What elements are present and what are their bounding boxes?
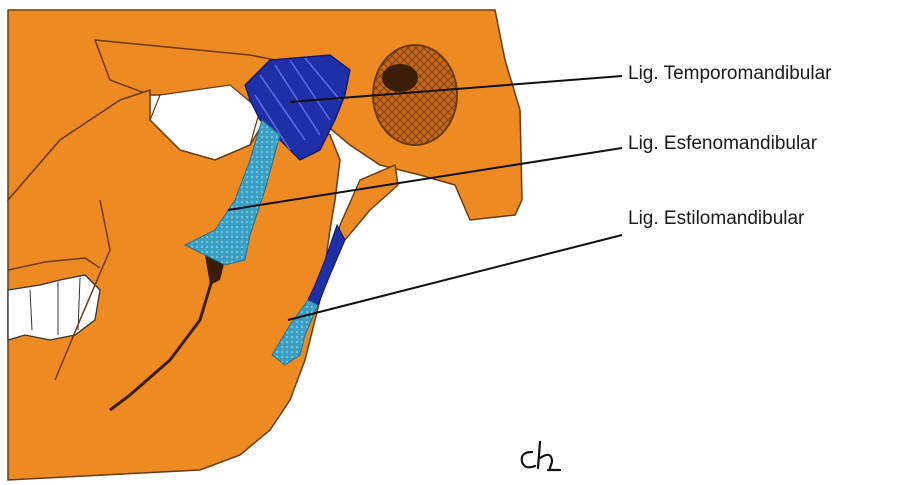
styloid-process [335,165,398,245]
label-esfenomandibular: Lig. Esfenomandibular [628,133,817,155]
signature-mark [522,442,560,470]
label-temporomandibular: Lig. Temporomandibular [628,63,832,85]
label-estilomandibular: Lig. Estilomandibular [628,208,804,230]
